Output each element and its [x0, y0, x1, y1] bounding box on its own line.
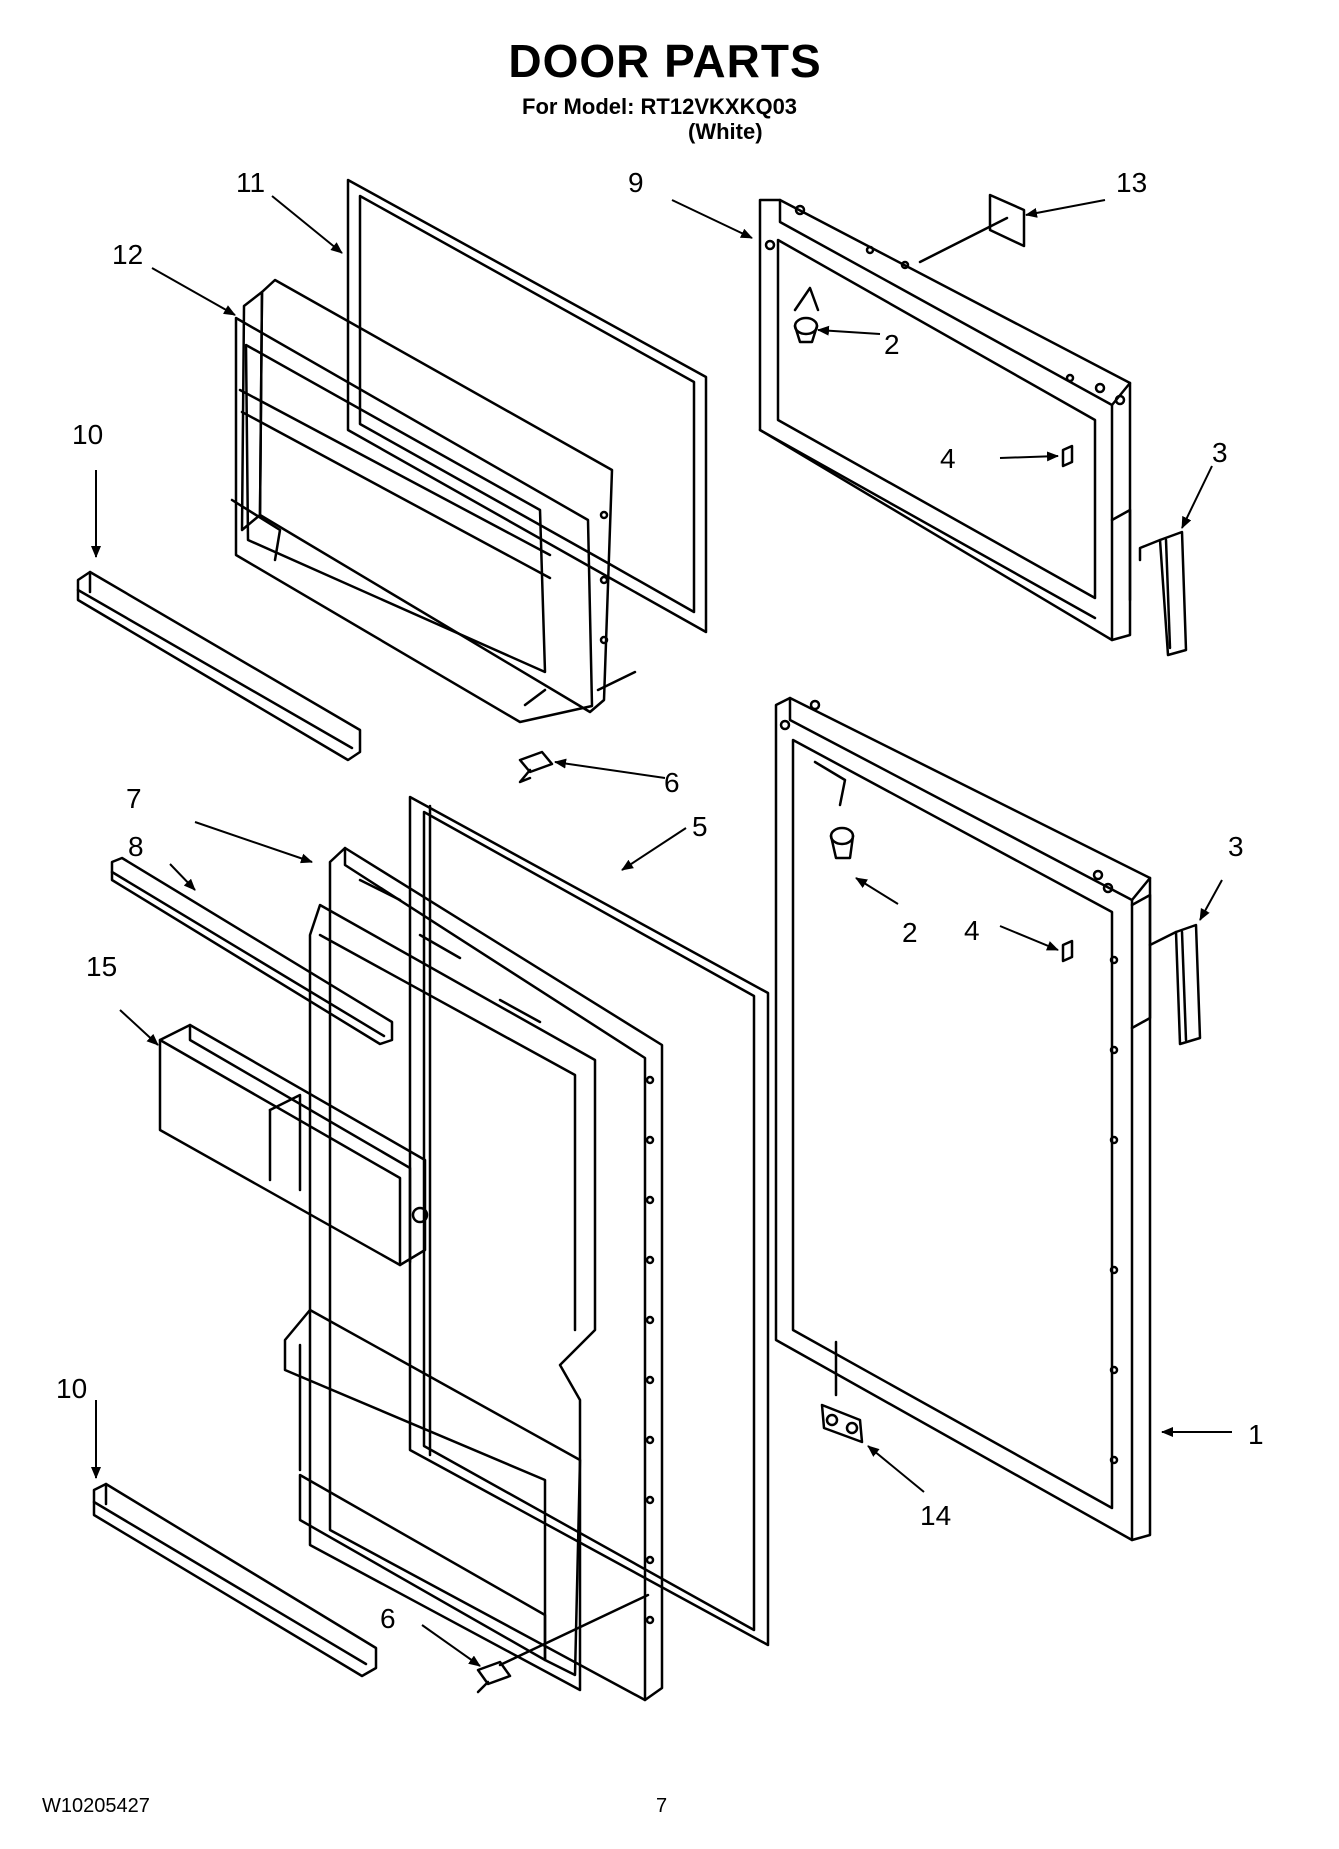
door-clip-upper	[1061, 444, 1074, 468]
callout-6-upper: 6	[664, 767, 680, 798]
fresh-food-door-liner	[283, 846, 664, 1702]
callout-6-lower: 6	[380, 1603, 396, 1634]
freezer-door-gasket	[346, 178, 708, 634]
freezer-door-panel	[758, 198, 1132, 642]
callout-11: 11	[236, 167, 265, 198]
leader-lines	[91, 195, 1232, 1667]
nameplate	[918, 193, 1026, 264]
page-number: 7	[656, 1795, 668, 1817]
document-code: W10205427	[42, 1795, 150, 1817]
callout-3-lower: 3	[1228, 831, 1244, 862]
callout-3-upper: 3	[1212, 437, 1228, 468]
door-screw-lower	[476, 1593, 650, 1694]
callout-2-lower: 2	[902, 917, 918, 948]
fresh-food-door-trim	[92, 1482, 378, 1678]
freezer-door-trim	[76, 570, 362, 762]
callout-labels: 11 12 10 9 13 2 4 3 6 7 5 8 3 15 4 2 10 …	[56, 167, 1264, 1634]
callout-4-upper: 4	[940, 443, 956, 474]
callout-15: 15	[86, 951, 117, 982]
door-stop-lower	[813, 760, 855, 860]
callout-13: 13	[1116, 167, 1147, 198]
callout-14: 14	[920, 1500, 951, 1531]
model-number: For Model: RT12VKXKQ03	[522, 94, 798, 119]
door-screw-upper	[518, 750, 554, 784]
hinge-bracket	[820, 1340, 864, 1444]
fresh-food-door-panel	[774, 696, 1152, 1542]
fresh-food-door-gasket	[408, 795, 770, 1647]
callout-2-upper: 2	[884, 329, 900, 360]
callout-8: 8	[128, 831, 144, 862]
door-shelf-rail	[110, 856, 394, 1046]
callout-9: 9	[628, 167, 644, 198]
page-title: DOOR PARTS	[508, 35, 822, 87]
door-clip-lower	[1061, 939, 1074, 963]
door-bin	[158, 1023, 429, 1267]
callout-1: 1	[1248, 1419, 1264, 1450]
callout-12: 12	[112, 239, 143, 270]
callout-4-lower: 4	[964, 915, 980, 946]
callout-10-upper: 10	[72, 419, 103, 450]
callout-7: 7	[126, 783, 142, 814]
model-color: (White)	[688, 119, 763, 144]
freezer-door-liner	[230, 278, 637, 724]
callout-5: 5	[692, 811, 708, 842]
door-handle-lower	[1148, 923, 1202, 1046]
callout-10-lower: 10	[56, 1373, 87, 1404]
door-stop-upper	[793, 286, 820, 344]
door-handle-upper	[1138, 530, 1188, 657]
